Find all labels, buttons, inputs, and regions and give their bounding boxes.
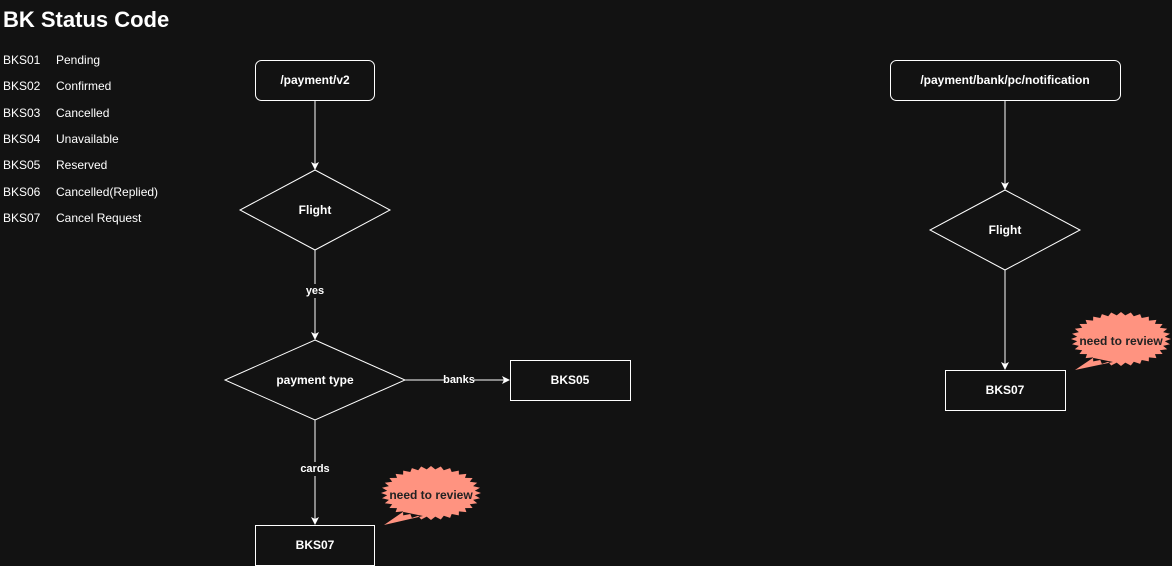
callout-need-to-review[interactable]: need to review <box>1071 312 1171 370</box>
node-label: Flight <box>299 203 332 217</box>
callout-need-to-review[interactable]: need to review <box>381 466 481 525</box>
status-desc: Cancelled(Replied) <box>56 185 159 199</box>
decision-payment-type[interactable]: payment type <box>223 339 407 421</box>
status-desc: Cancel Request <box>56 211 142 225</box>
decision-flight[interactable]: Flight <box>238 169 392 251</box>
result-node-bks07[interactable]: BKS07 <box>255 525 375 566</box>
callout-text: need to review <box>389 488 473 502</box>
result-node-bks07[interactable]: BKS07 <box>945 370 1066 411</box>
edge-label-banks: banks <box>443 374 475 386</box>
status-code: BKS03 <box>3 106 41 120</box>
node-label: /payment/bank/pc/notification <box>920 73 1089 87</box>
node-label: BKS07 <box>296 538 335 552</box>
node-label: payment type <box>276 373 354 387</box>
status-desc: Unavailable <box>56 132 119 146</box>
callout-text: need to review <box>1079 334 1163 348</box>
status-code: BKS02 <box>3 79 41 93</box>
node-label: /payment/v2 <box>280 73 350 87</box>
start-node-payment-bank-notification[interactable]: /payment/bank/pc/notification <box>890 60 1121 101</box>
page-title: BK Status Code <box>3 7 170 32</box>
status-code: BKS07 <box>3 211 41 225</box>
node-label: BKS05 <box>551 373 590 387</box>
status-desc: Reserved <box>56 158 108 172</box>
status-desc: Confirmed <box>56 79 112 93</box>
result-node-bks05[interactable]: BKS05 <box>510 360 631 401</box>
edge-label-cards: cards <box>300 463 329 475</box>
node-label: BKS07 <box>986 383 1025 397</box>
status-code: BKS05 <box>3 158 41 172</box>
status-code: BKS06 <box>3 185 41 199</box>
edge-label-yes: yes <box>306 285 324 297</box>
status-code: BKS01 <box>3 53 41 67</box>
start-node-payment-v2[interactable]: /payment/v2 <box>255 60 375 101</box>
status-code: BKS04 <box>3 132 41 146</box>
decision-flight[interactable]: Flight <box>928 189 1082 271</box>
node-label: Flight <box>989 223 1022 237</box>
status-desc: Cancelled <box>56 106 110 120</box>
status-desc: Pending <box>56 53 101 67</box>
